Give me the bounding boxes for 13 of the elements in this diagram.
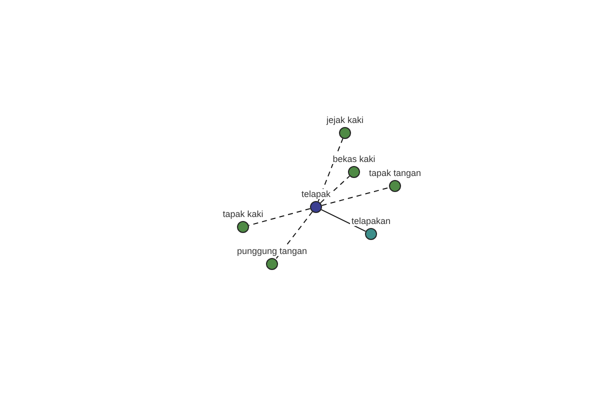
node-label: tapak kaki [222, 209, 264, 219]
node-label: jejak kaki [325, 115, 364, 125]
connector-line [275, 211, 313, 260]
node-label: telapakan [350, 216, 392, 226]
connector-line [321, 187, 390, 206]
node-label: telapak [300, 189, 332, 199]
node-label: tapak tangan [368, 168, 422, 178]
node-label: bekas kaki [332, 154, 376, 164]
connector-line [320, 209, 366, 232]
connector-line [320, 176, 350, 204]
node-label: punggung tangan [236, 246, 308, 256]
connector-line [248, 208, 311, 226]
connector-line [318, 138, 344, 202]
